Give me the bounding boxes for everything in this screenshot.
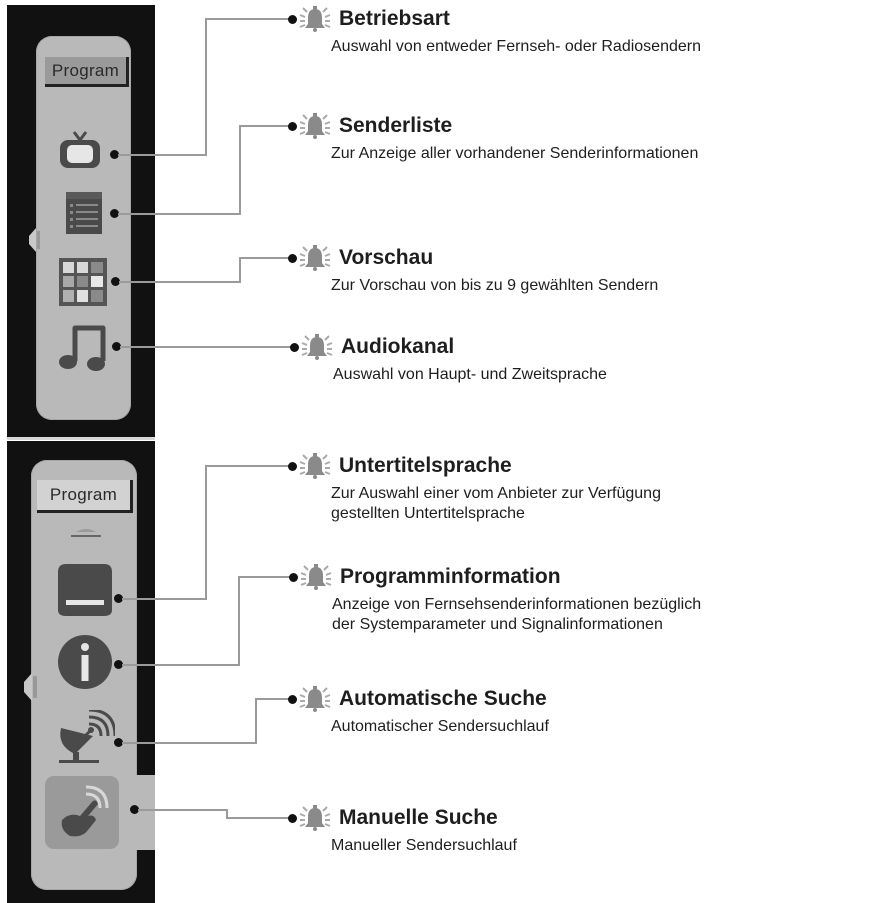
label-untertitelsprache: Untertitelsprache Zur Auswahl einer vom … xyxy=(288,452,661,524)
label-audiokanal: Audiokanal Auswahl von Haupt- und Zweits… xyxy=(290,333,607,385)
panel-tab-arrow-icon[interactable] xyxy=(26,228,42,252)
label-betriebsart: Betriebsart Auswahl von entweder Fernseh… xyxy=(288,5,701,57)
label-programminformation: Programminformation Anzeige von Fernsehs… xyxy=(289,563,701,635)
label-vorschau: Vorschau Zur Vorschau von bis zu 9 gewäh… xyxy=(288,244,658,296)
satellite-dish-icon[interactable] xyxy=(57,710,115,766)
connector-dot xyxy=(114,738,123,747)
label-dot xyxy=(288,813,297,823)
label-dot xyxy=(289,572,298,582)
label-senderliste: Senderliste Zur Anzeige aller vorhandene… xyxy=(288,112,698,164)
label-title: Senderliste xyxy=(339,114,453,137)
panel-separator xyxy=(7,437,155,440)
channel-list-icon[interactable] xyxy=(66,192,102,234)
connector-dot xyxy=(110,150,119,159)
connector-line xyxy=(238,576,240,666)
tv-icon[interactable] xyxy=(58,130,102,170)
connector-line xyxy=(205,18,293,20)
label-description: Zur Auswahl einer vom Anbieter zur Verfü… xyxy=(331,484,661,524)
bell-alert-icon xyxy=(299,453,331,479)
connector-line xyxy=(122,598,206,600)
connector-line xyxy=(120,346,295,348)
description-line: Zur Auswahl einer vom Anbieter zur Verfü… xyxy=(331,485,661,502)
connector-line xyxy=(255,698,293,700)
connector-dot xyxy=(114,660,123,669)
connector-line xyxy=(255,698,257,744)
info-icon[interactable] xyxy=(57,634,113,690)
label-description: Auswahl von entweder Fernseh- oder Radio… xyxy=(331,38,701,55)
label-description: Anzeige von Fernsehsenderinformationen b… xyxy=(332,595,701,635)
connector-line xyxy=(226,817,293,819)
label-title: Manuelle Suche xyxy=(339,806,498,829)
connector-line xyxy=(205,465,293,467)
connector-line xyxy=(239,125,293,127)
connector-line xyxy=(226,809,228,818)
music-note-icon[interactable] xyxy=(58,323,110,373)
grid-preview-icon[interactable] xyxy=(59,258,107,306)
manual-search-hand-icon[interactable] xyxy=(56,784,112,840)
connector-dot xyxy=(114,594,123,603)
connector-line xyxy=(239,257,293,259)
connector-line xyxy=(118,213,240,215)
manual-search-selected-bg xyxy=(45,776,119,849)
label-title: Automatische Suche xyxy=(339,687,547,710)
program-header-2: Program xyxy=(37,480,133,513)
connector-line xyxy=(122,664,239,666)
connector-line xyxy=(239,257,241,283)
connector-line xyxy=(238,576,294,578)
bell-alert-icon xyxy=(299,6,331,32)
label-title: Untertitelsprache xyxy=(339,454,512,477)
connector-line xyxy=(119,281,240,283)
connector-dot xyxy=(130,805,139,814)
label-dot xyxy=(288,253,297,263)
connector-line xyxy=(205,18,207,156)
description-line: gestellten Untertitelsprache xyxy=(331,505,525,522)
label-title: Audiokanal xyxy=(341,335,455,358)
label-automatische-suche: Automatische Suche Automatischer Senders… xyxy=(288,685,549,737)
description-line: Anzeige von Fernsehsenderinformationen b… xyxy=(332,596,702,613)
bell-alert-icon xyxy=(300,564,332,590)
bell-alert-icon xyxy=(299,113,331,139)
connector-line xyxy=(118,154,205,156)
connector-dot xyxy=(111,277,120,286)
connector-line xyxy=(239,125,241,215)
description-line: der Systemparameter und Signalinformatio… xyxy=(332,616,663,633)
connector-line xyxy=(122,742,256,744)
label-description: Manueller Sendersuchlauf xyxy=(331,837,517,854)
connector-line xyxy=(205,465,207,600)
label-manuelle-suche: Manuelle Suche Manueller Sendersuchlauf xyxy=(288,804,517,856)
label-description: Zur Vorschau von bis zu 9 gewählten Send… xyxy=(331,277,659,294)
connector-dot xyxy=(110,209,119,218)
label-description: Auswahl von Haupt- und Zweitsprache xyxy=(333,366,607,383)
label-title: Betriebsart xyxy=(339,7,450,30)
scroll-up-indicator-icon[interactable] xyxy=(70,528,102,538)
bell-alert-icon xyxy=(299,245,331,271)
subtitle-icon[interactable] xyxy=(58,564,112,616)
label-description: Automatischer Sendersuchlauf xyxy=(331,718,549,735)
connector-line xyxy=(138,809,227,811)
label-dot xyxy=(288,461,297,471)
bell-alert-icon xyxy=(301,334,333,360)
label-dot xyxy=(288,694,297,704)
label-dot xyxy=(288,121,297,131)
label-description: Zur Anzeige aller vorhandener Senderinfo… xyxy=(331,145,699,162)
label-dot xyxy=(290,342,299,352)
bell-alert-icon xyxy=(299,686,331,712)
program-header-1: Program xyxy=(45,57,129,87)
label-dot xyxy=(288,14,297,24)
label-title: Vorschau xyxy=(339,246,434,269)
bell-alert-icon xyxy=(299,805,331,831)
label-title: Programminformation xyxy=(340,565,561,588)
panel-tab-arrow-icon[interactable] xyxy=(21,673,39,701)
connector-dot xyxy=(112,342,121,351)
